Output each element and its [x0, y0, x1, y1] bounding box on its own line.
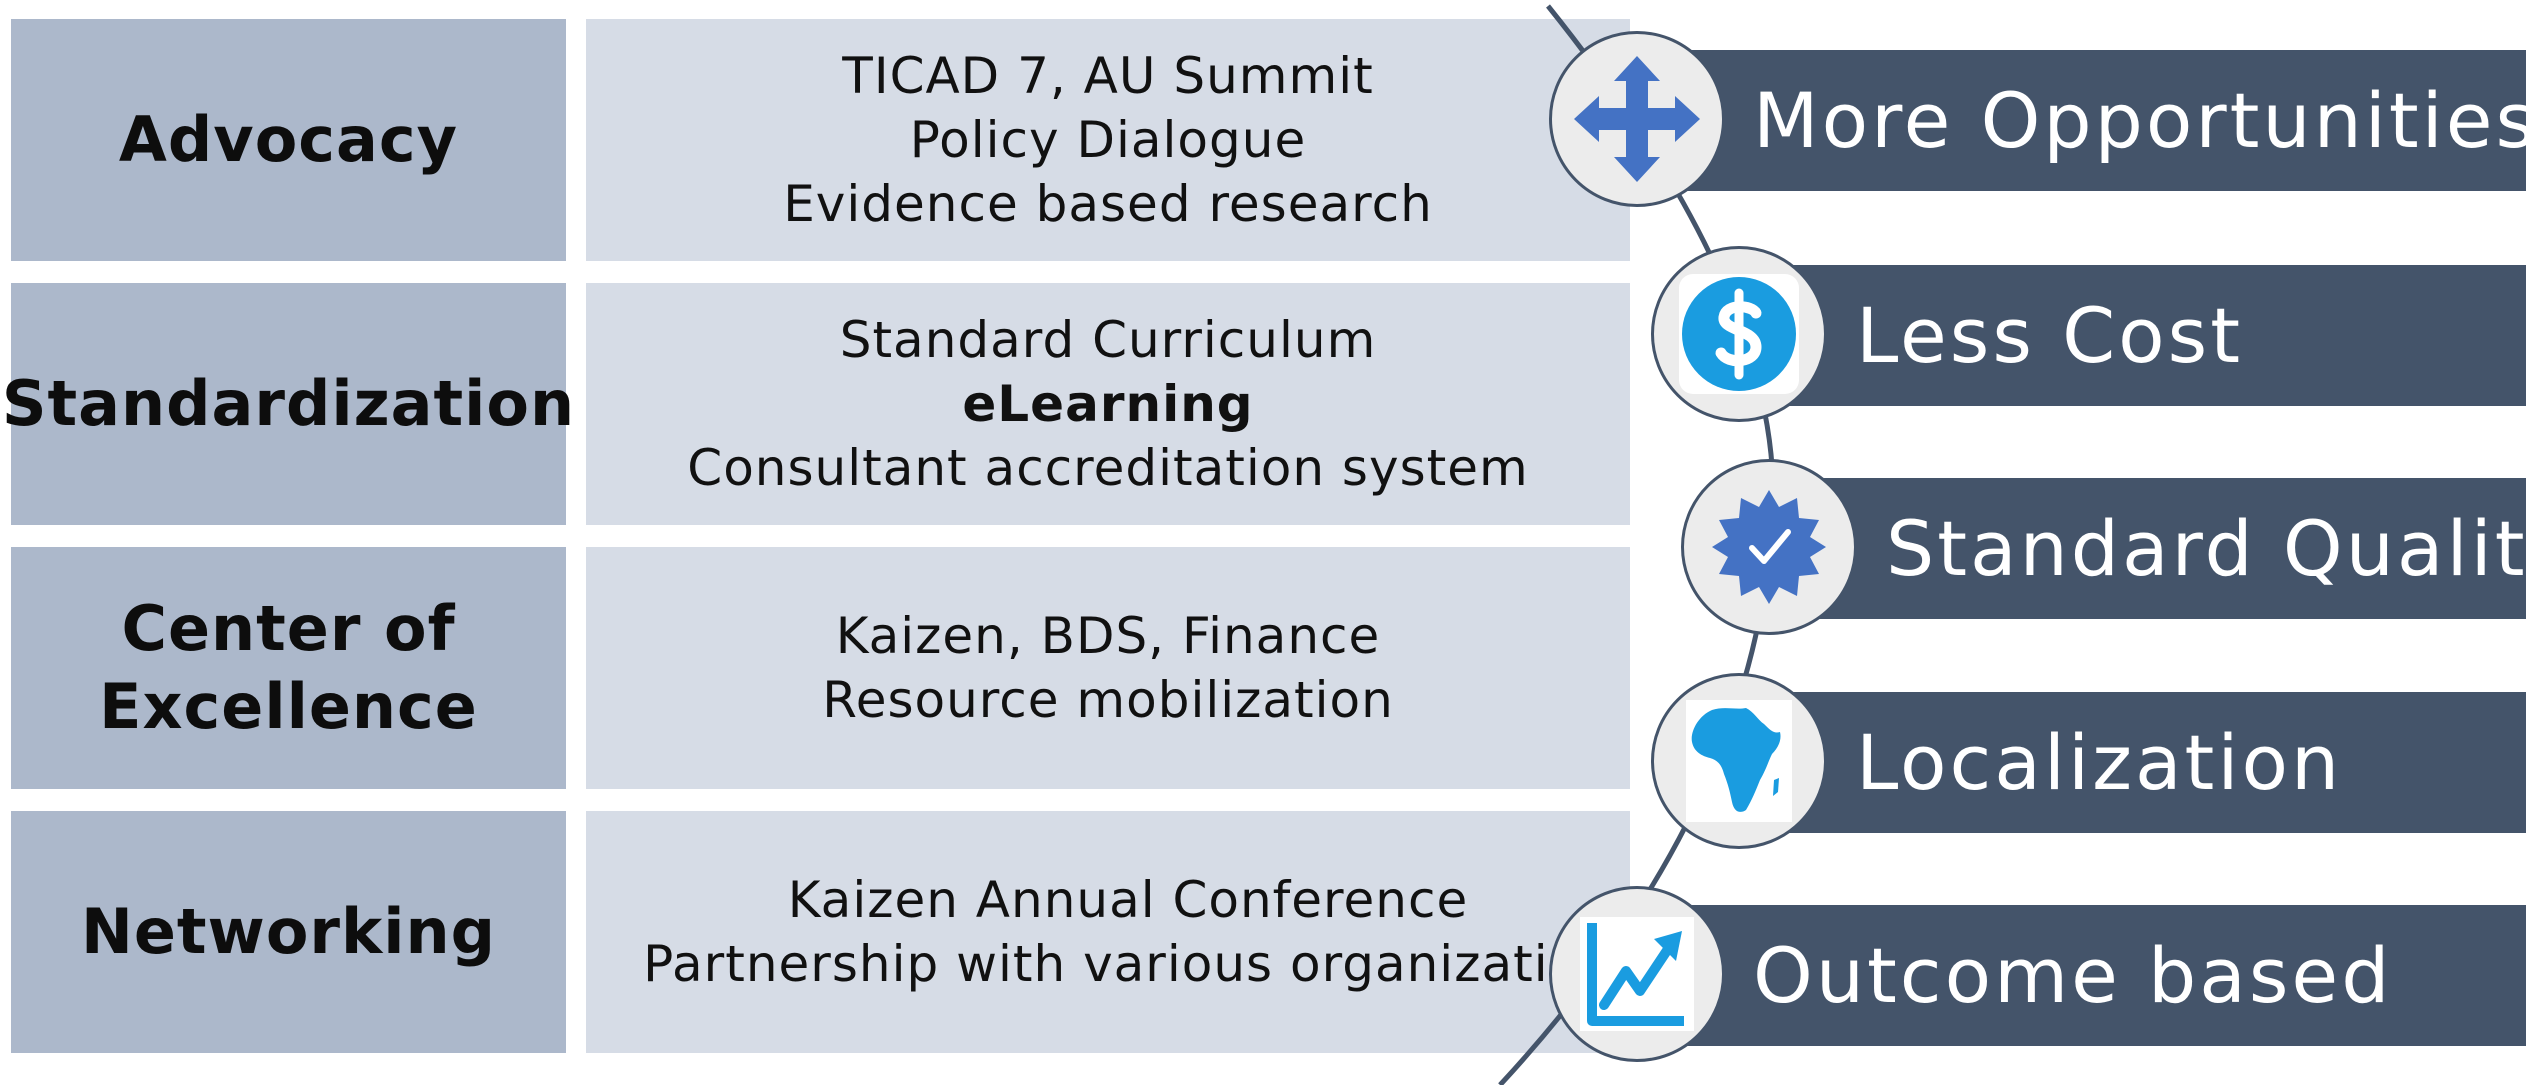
outcome-label-outcome-based: Outcome based: [1753, 931, 2393, 1020]
outcome-circle: [1549, 31, 1725, 207]
activity-line: Policy Dialogue: [909, 111, 1307, 169]
activity-line: Evidence based research: [783, 175, 1433, 233]
outcome-label-more-opportunities: More Opportunities: [1753, 76, 2526, 165]
outcome-label-standard-quality: Standard Quality: [1886, 504, 2526, 593]
activities-standardization: Standard Curriculum eLearning Consultant…: [586, 283, 1630, 525]
category-advocacy: Advocacy: [11, 19, 566, 261]
growth-chart-icon: [1580, 917, 1694, 1031]
outcome-banner: [1810, 478, 2526, 619]
category-label: Standardization: [1, 367, 576, 440]
activity-line: TICAD 7, AU Summit: [842, 47, 1374, 105]
outcome-circle: [1651, 246, 1827, 422]
quality-badge-icon: [1712, 490, 1826, 604]
activity-line: Kaizen Annual Conference: [787, 871, 1469, 929]
outcome-banner: [1680, 50, 2526, 191]
activities-advocacy: TICAD 7, AU Summit Policy Dialogue Evide…: [586, 19, 1630, 261]
outcome-circle: [1681, 459, 1857, 635]
activity-line: Standard Curriculum: [839, 311, 1377, 369]
category-label: Advocacy: [118, 103, 459, 176]
activities-center-of-excellence: Kaizen, BDS, Finance Resource mobilizati…: [586, 547, 1630, 789]
category-center-of-excellence: Center of Excellence: [11, 547, 566, 789]
category-networking: Networking: [11, 811, 566, 1053]
africa-map-icon: [1686, 700, 1792, 822]
outcome-circle: [1549, 886, 1725, 1062]
outcome-circle: [1651, 673, 1827, 849]
category-standardization: Standardization: [2, 283, 574, 525]
outcome-banner: [1780, 692, 2526, 833]
activity-line: Consultant accreditation system: [687, 439, 1529, 497]
outcome-label-less-cost: Less Cost: [1856, 291, 2244, 380]
activity-line-bold: eLearning: [962, 375, 1254, 433]
category-label-line-1: Center of: [121, 592, 456, 665]
activity-line: Partnership with various organization: [643, 935, 1613, 993]
category-label-line-2: Excellence: [99, 670, 478, 743]
category-label: Networking: [80, 895, 497, 968]
activity-line: Resource mobilization: [822, 671, 1394, 729]
activities-networking: Kaizen Annual Conference Partnership wit…: [586, 811, 1630, 1053]
activity-line: Kaizen, BDS, Finance: [835, 607, 1381, 665]
dollar-icon: [1679, 274, 1799, 394]
expand-arrows-icon: [1574, 56, 1700, 182]
outcome-banner: [1780, 265, 2526, 406]
outcome-banner: [1680, 905, 2526, 1046]
outcome-label-localization: Localization: [1856, 718, 2343, 807]
